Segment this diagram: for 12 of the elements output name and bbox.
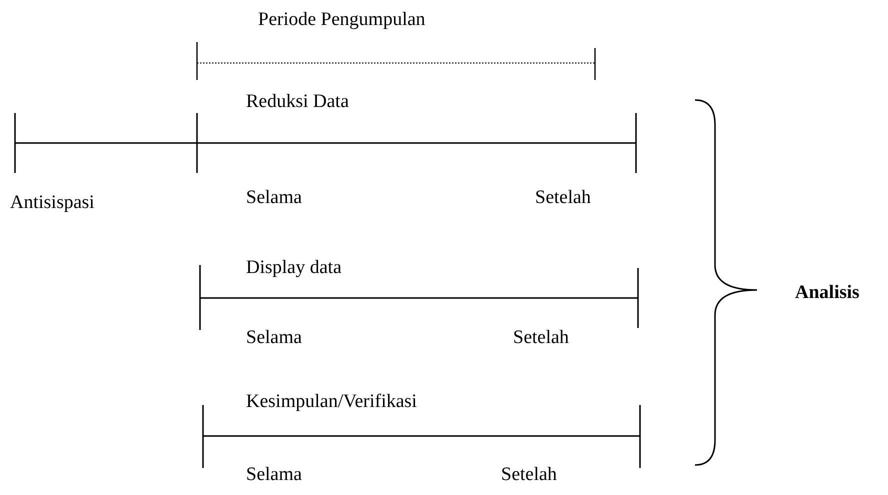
outcome-label: Analisis <box>795 282 860 304</box>
phase-label: Setelah <box>535 187 591 209</box>
phase-label: Antisispasi <box>10 192 94 214</box>
component-label: Reduksi Data <box>246 91 349 113</box>
period-label: Periode Pengumpulan <box>258 9 426 31</box>
phase-label: Selama <box>246 327 302 349</box>
phase-label: Setelah <box>501 464 557 486</box>
component-label: Display data <box>246 257 342 279</box>
component-label: Kesimpulan/Verifikasi <box>246 391 417 413</box>
phase-label: Selama <box>246 187 302 209</box>
phase-label: Selama <box>246 464 302 486</box>
phase-label: Setelah <box>513 327 569 349</box>
